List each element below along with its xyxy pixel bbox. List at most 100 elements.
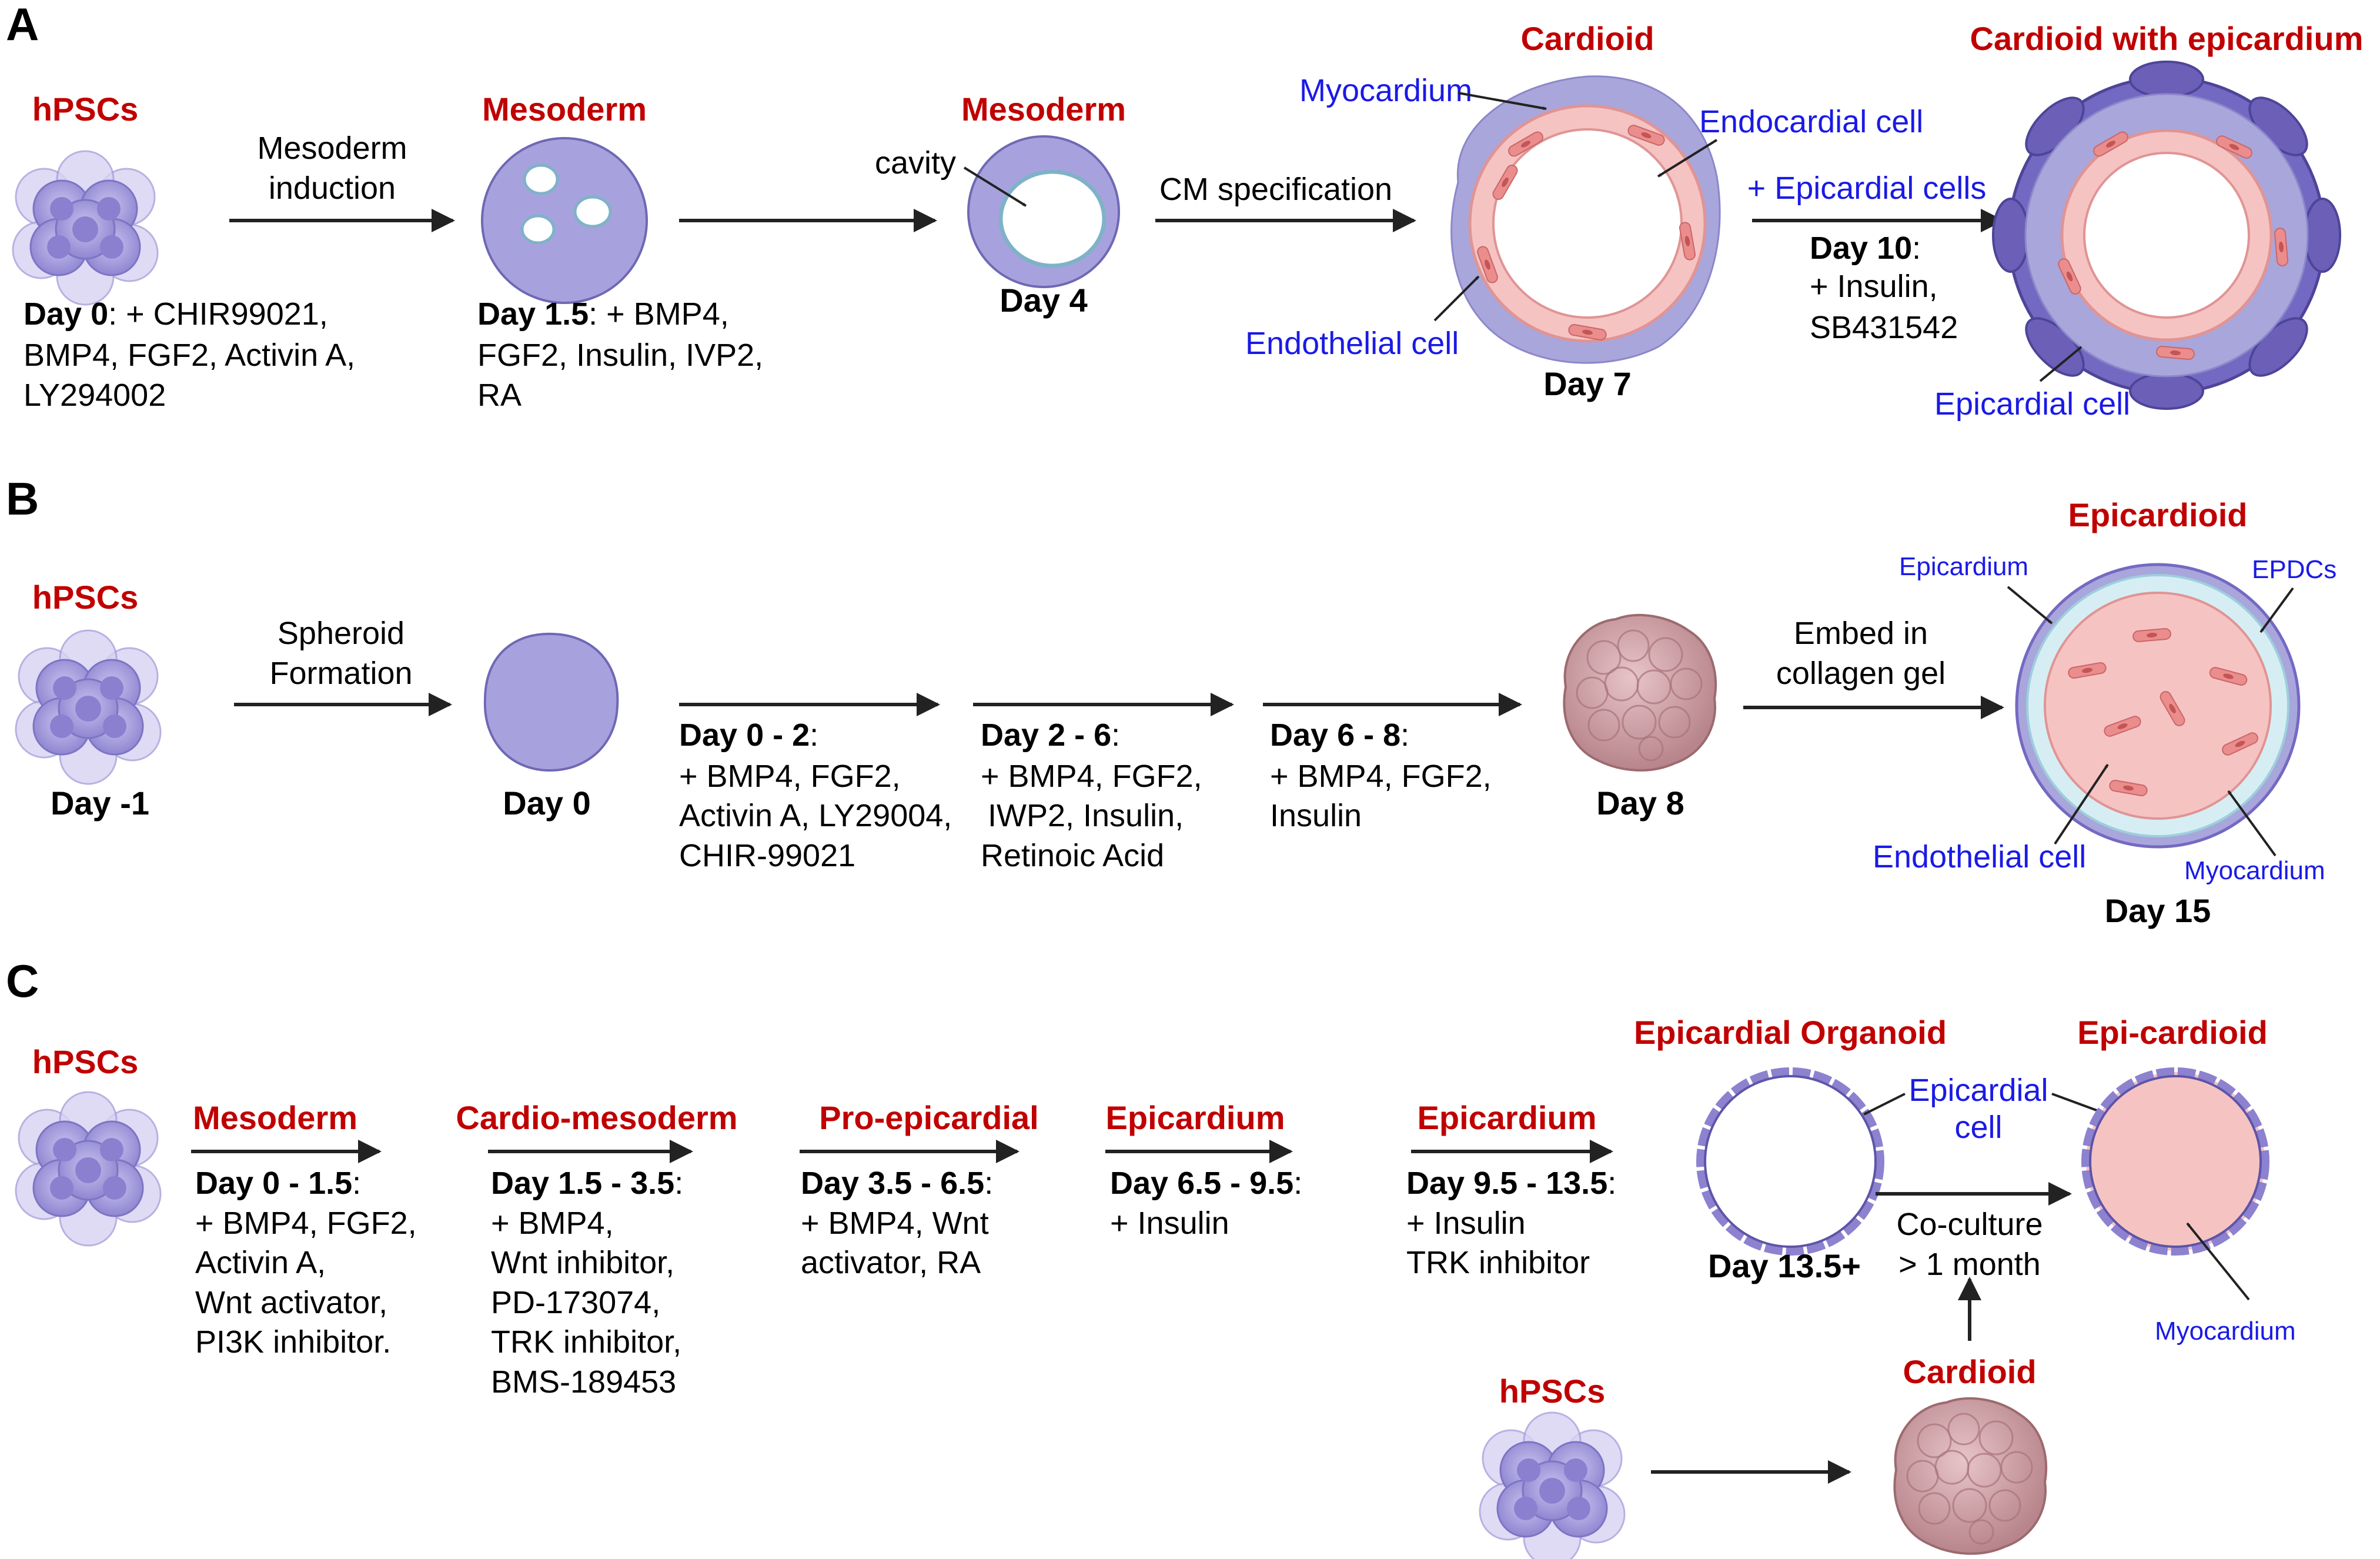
- stage-c5-line: TRK inhibitor: [1406, 1245, 1590, 1280]
- epicardioid-icon: [2015, 563, 2301, 849]
- label-endothelial-cell-a: Endothelial cell: [1245, 326, 1459, 361]
- organoid-blob-icon: [1893, 1397, 2048, 1555]
- label-epicardium-b: Epicardium: [1899, 552, 2028, 581]
- spheroid-icon: [483, 632, 619, 772]
- pointer-arrow: [1863, 1093, 1906, 1116]
- stage-cardioid-epicardium: Cardioid with epicardium: [1970, 20, 2364, 57]
- hpsc-cluster-icon: [12, 150, 159, 306]
- stage-b2-day: Day 2 - 6:: [981, 717, 1120, 753]
- day15-treatment-line: RA: [477, 378, 522, 413]
- stage-c2-day: Day 1.5 - 3.5:: [491, 1166, 683, 1201]
- stage-c3-line: + BMP4, Wnt: [801, 1206, 989, 1241]
- stage-c1-line: Activin A,: [195, 1245, 326, 1280]
- pointer-arrow: [2227, 790, 2277, 857]
- day135-label: Day 13.5+: [1708, 1247, 1861, 1284]
- stage-c1-day: Day 0 - 1.5:: [195, 1166, 361, 1201]
- stage-c4-title: Epicardium: [1106, 1099, 1285, 1136]
- day15-label: Day 15: [2105, 892, 2211, 929]
- stage-c2-line: Wnt inhibitor,: [491, 1245, 674, 1280]
- label-epicardial-cell-c: Epicardial: [1908, 1073, 2048, 1108]
- pointer-arrow: [2039, 346, 2082, 382]
- stage-c2-line: PD-173074,: [491, 1285, 660, 1320]
- stage-c5-line: + Insulin: [1406, 1206, 1526, 1241]
- pointer-arrow: [2054, 763, 2109, 845]
- stage-c3-title: Pro-epicardial: [819, 1099, 1038, 1136]
- pointer-arrow: [2186, 1222, 2250, 1301]
- cardioid-ring-icon: [1450, 75, 1721, 364]
- epi-cardioid-icon: [2081, 1067, 2269, 1256]
- stage-b3-line: + BMP4, FGF2,: [1270, 759, 1492, 794]
- organoid-blob-icon: [1563, 613, 1717, 772]
- label-endothelial-cell-b: Endothelial cell: [1873, 839, 2086, 874]
- day7-label: Day 7: [1543, 365, 1631, 402]
- stage-cardioid: Cardioid: [1520, 20, 1654, 57]
- day8-label: Day 8: [1596, 784, 1684, 822]
- arrow-label-coculture: Co-culture: [1896, 1207, 2043, 1242]
- arrow-label-spheroid: Formation: [269, 656, 412, 691]
- day0-treatment-line: BMP4, FGF2, Activin A,: [24, 338, 355, 373]
- day0-label-b: Day 0: [503, 784, 590, 822]
- label-epicardial-cell-a: Epicardial cell: [1934, 386, 2130, 422]
- panel-label-b: B: [6, 473, 39, 525]
- stage-b3-day: Day 6 - 8:: [1270, 717, 1409, 753]
- pointer-arrow: [1433, 275, 1480, 322]
- mesoderm-spheroid-icon: [481, 137, 648, 304]
- pointer-arrow: [1458, 92, 1547, 110]
- day4-label: Day 4: [1000, 282, 1087, 319]
- day0-treatment-a: Day 0: + CHIR99021,: [24, 296, 328, 332]
- stage-c2-line: + BMP4,: [491, 1206, 614, 1241]
- stage-c3-day: Day 3.5 - 6.5:: [801, 1166, 993, 1201]
- stage-b1-line: + BMP4, FGF2,: [679, 759, 901, 794]
- stage-c4-line: + Insulin: [1110, 1206, 1229, 1241]
- label-endocardial-cell: Endocardial cell: [1699, 104, 1923, 139]
- label-myocardium-c: Myocardium: [2155, 1317, 2296, 1346]
- label-epicardial-cell-c: cell: [1954, 1110, 2002, 1145]
- day10-treatment-line: + Insulin,: [1810, 269, 1938, 304]
- stage-b1-line: Activin A, LY29004,: [679, 798, 952, 833]
- stage-c2-line: BMS-189453: [491, 1364, 676, 1400]
- mesoderm-cavity-icon: [967, 135, 1120, 288]
- pointer-arrow: [2007, 586, 2053, 625]
- stage-b1-line: CHIR-99021: [679, 838, 855, 873]
- arrow-label-epicardial-cells: + Epicardial cells: [1747, 171, 1987, 206]
- epicardial-organoid-icon: [1696, 1067, 1884, 1256]
- stage-c1-title: Mesoderm: [193, 1099, 357, 1136]
- panel-label-c: C: [6, 955, 39, 1007]
- arrow-label-spheroid: Spheroid: [278, 616, 405, 651]
- stage-b2-line: Retinoic Acid: [981, 838, 1164, 873]
- hpsc-cluster-icon: [15, 1091, 162, 1247]
- stage-b2-line: + BMP4, FGF2,: [981, 759, 1202, 794]
- stage-cardioid-c: Cardioid: [1903, 1353, 2036, 1390]
- pointer-arrow: [1657, 139, 1718, 178]
- stage-c1-line: + BMP4, FGF2,: [195, 1206, 417, 1241]
- stage-hpscs-c2: hPSCs: [1499, 1373, 1606, 1410]
- stage-epicardial-organoid: Epicardial Organoid: [1634, 1014, 1947, 1051]
- label-myocardium-b: Myocardium: [2184, 856, 2325, 885]
- arrow-label-coculture: > 1 month: [1898, 1247, 2041, 1282]
- panel-label-a: A: [6, 0, 39, 50]
- pointer-arrow: [2259, 587, 2294, 633]
- stage-hpscs-c: hPSCs: [32, 1043, 139, 1080]
- hpsc-cluster-icon: [15, 629, 162, 785]
- stage-b3-line: Insulin: [1270, 798, 1362, 833]
- day10-treatment-line: SB431542: [1810, 310, 1958, 345]
- stage-c3-line: activator, RA: [801, 1245, 981, 1280]
- stage-c4-day: Day 6.5 - 9.5:: [1110, 1166, 1302, 1201]
- stage-mesoderm-a1: Mesoderm: [482, 91, 647, 128]
- day0-treatment-line: LY294002: [24, 378, 166, 413]
- arrow-label-cm-spec: CM specification: [1159, 172, 1392, 207]
- stage-b2-line: IWP2, Insulin,: [988, 798, 1184, 833]
- day-minus1-label: Day -1: [51, 784, 149, 822]
- stage-mesoderm-a2: Mesoderm: [961, 91, 1126, 128]
- stage-c1-line: PI3K inhibitor.: [195, 1324, 391, 1360]
- hpsc-cluster-icon: [1479, 1411, 1626, 1559]
- arrow-label-induction: Mesoderm: [257, 131, 407, 166]
- stage-hpscs-a: hPSCs: [32, 91, 139, 128]
- label-cavity: cavity: [875, 145, 956, 181]
- day15-treatment: Day 1.5: + BMP4,: [477, 296, 729, 332]
- stage-c1-line: Wnt activator,: [195, 1285, 387, 1320]
- stage-b1-day: Day 0 - 2:: [679, 717, 818, 753]
- day15-treatment-line: FGF2, Insulin, IVP2,: [477, 338, 763, 373]
- stage-c2-title: Cardio-mesoderm: [456, 1099, 737, 1136]
